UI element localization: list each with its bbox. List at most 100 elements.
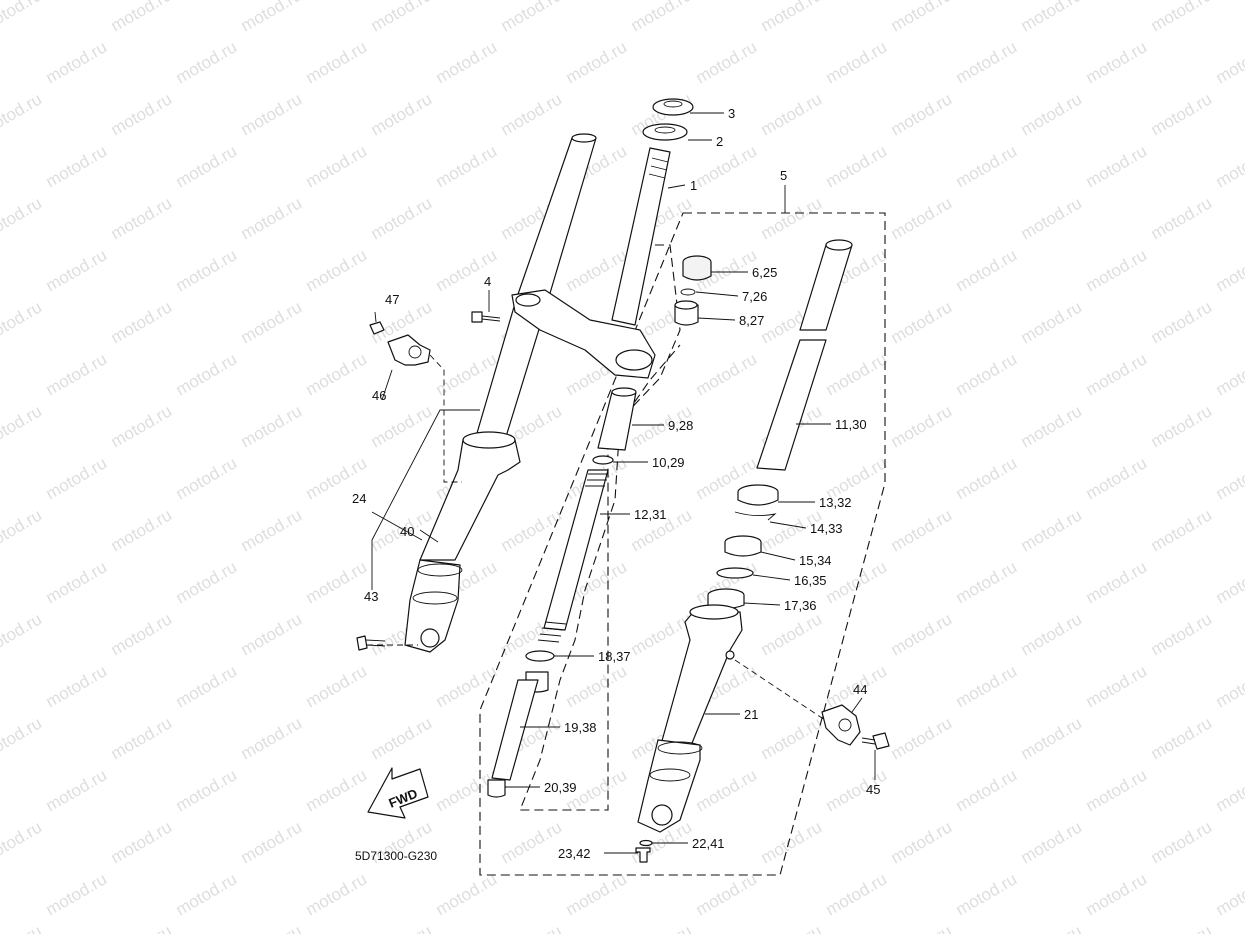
assembly-outline (479, 212, 886, 876)
watermark-text: motod.ru (953, 37, 1021, 87)
inner-assembly-outline (519, 244, 681, 811)
watermark-text: motod.ru (108, 401, 176, 451)
callout-12: 12,31 (634, 507, 667, 522)
watermark-text: motod.ru (1083, 349, 1151, 399)
right-bracket (821, 704, 890, 750)
watermark-text: motod.ru (1018, 297, 1086, 347)
callout-14: 14,33 (810, 521, 843, 536)
watermark-text: motod.ru (1018, 401, 1086, 451)
callout-17: 17,36 (784, 598, 817, 613)
watermark-text: motod.ru (238, 0, 306, 35)
watermark-text: motod.ru (368, 713, 436, 763)
callout-16: 16,35 (794, 573, 827, 588)
callout-23: 23,42 (558, 846, 591, 861)
watermark-text: motod.ru (1018, 609, 1086, 659)
watermark-text: motod.ru (628, 609, 696, 659)
watermark-text: motod.ru (693, 869, 761, 919)
watermark-text: motod.ru (888, 505, 956, 555)
watermark-text: motod.ru (173, 245, 241, 295)
watermark-text: motod.ru (823, 869, 891, 919)
watermark-text: motod.ru (693, 141, 761, 191)
callout-20: 20,39 (544, 780, 577, 795)
watermark-text: motod.ru (758, 609, 826, 659)
watermark-text: motod.ru (238, 193, 306, 243)
watermark-text: motod.ru (1213, 349, 1245, 399)
watermark-text: motod.ru (1213, 661, 1245, 711)
watermark-text: motod.ru (1018, 0, 1086, 35)
watermark-text: motod.ru (0, 921, 45, 934)
callout-9: 9,28 (668, 418, 693, 433)
drawing-code: 5D71300-G230 (355, 849, 437, 863)
callout-46: 46 (372, 388, 386, 403)
callout-47: 47 (385, 292, 399, 307)
watermark-text: motod.ru (173, 141, 241, 191)
watermark-text: motod.ru (953, 661, 1021, 711)
watermark-text: motod.ru (108, 193, 176, 243)
watermark-text: motod.ru (173, 349, 241, 399)
watermark-text: motod.ru (108, 297, 176, 347)
callout-21: 21 (744, 707, 758, 722)
watermark-text: motod.ru (108, 89, 176, 139)
watermark-text: motod.ru (758, 713, 826, 763)
watermark-text: motod.ru (1083, 765, 1151, 815)
watermark-text: motod.ru (368, 401, 436, 451)
watermark-text: motod.ru (0, 817, 45, 867)
watermark-text: motod.ru (888, 609, 956, 659)
watermark-text: motod.ru (238, 713, 306, 763)
watermark-text: motod.ru (888, 401, 956, 451)
watermark-text: motod.ru (433, 869, 501, 919)
fwd-arrow: FWD (367, 767, 429, 819)
watermark-text: motod.ru (1213, 557, 1245, 607)
callout-19: 19,38 (564, 720, 597, 735)
watermark-text: motod.ru (1148, 193, 1216, 243)
watermark-text: motod.ru (498, 0, 566, 35)
watermark-text: motod.ru (108, 713, 176, 763)
watermark-text: motod.ru (173, 453, 241, 503)
watermark-text: motod.ru (1018, 921, 1086, 934)
callout-22: 22,41 (692, 836, 725, 851)
callout-3: 3 (728, 106, 735, 121)
watermark-text: motod.ru (1083, 557, 1151, 607)
watermark-text: motod.ru (1083, 245, 1151, 295)
watermark-text: motod.ru (888, 297, 956, 347)
watermark-text: motod.ru (0, 0, 45, 35)
watermark-text: motod.ru (498, 817, 566, 867)
watermark-text: motod.ru (563, 869, 631, 919)
watermark-text: motod.ru (953, 141, 1021, 191)
watermark-text: motod.ru (108, 817, 176, 867)
watermark-text: motod.ru (173, 37, 241, 87)
callout-11: 11,30 (835, 417, 867, 432)
watermark-text: motod.ru (693, 349, 761, 399)
watermark-text: motod.ru (173, 661, 241, 711)
watermark-text: motod.ru (1018, 505, 1086, 555)
callout-8: 8,27 (739, 313, 764, 328)
watermark-text: motod.ru (1213, 37, 1245, 87)
watermark-text: motod.ru (433, 661, 501, 711)
axle-bolt (356, 635, 386, 651)
watermark-text: motod.ru (1148, 609, 1216, 659)
watermark-text: motod.ru (0, 505, 45, 555)
watermark-text: motod.ru (0, 193, 45, 243)
watermark-text: motod.ru (758, 0, 826, 35)
watermark-text: motod.ru (953, 349, 1021, 399)
watermark-text: motod.ru (0, 401, 45, 451)
callout-2: 2 (716, 134, 723, 149)
watermark-text: motod.ru (43, 661, 111, 711)
watermark-text: motod.ru (43, 557, 111, 607)
watermark-text: motod.ru (173, 557, 241, 607)
watermark-text: motod.ru (1083, 661, 1151, 711)
watermark-text: motod.ru (368, 89, 436, 139)
watermark-text: motod.ru (1148, 713, 1216, 763)
watermark-text: motod.ru (1148, 89, 1216, 139)
watermark-text: motod.ru (43, 765, 111, 815)
callout-1: 1 (690, 178, 697, 193)
watermark-text: motod.ru (173, 765, 241, 815)
watermark-text: motod.ru (0, 89, 45, 139)
callout-24: 24 (352, 491, 366, 506)
watermark-text: motod.ru (43, 869, 111, 919)
watermark-text: motod.ru (498, 505, 566, 555)
watermark-text: motod.ru (303, 349, 371, 399)
watermark-text: motod.ru (43, 245, 111, 295)
